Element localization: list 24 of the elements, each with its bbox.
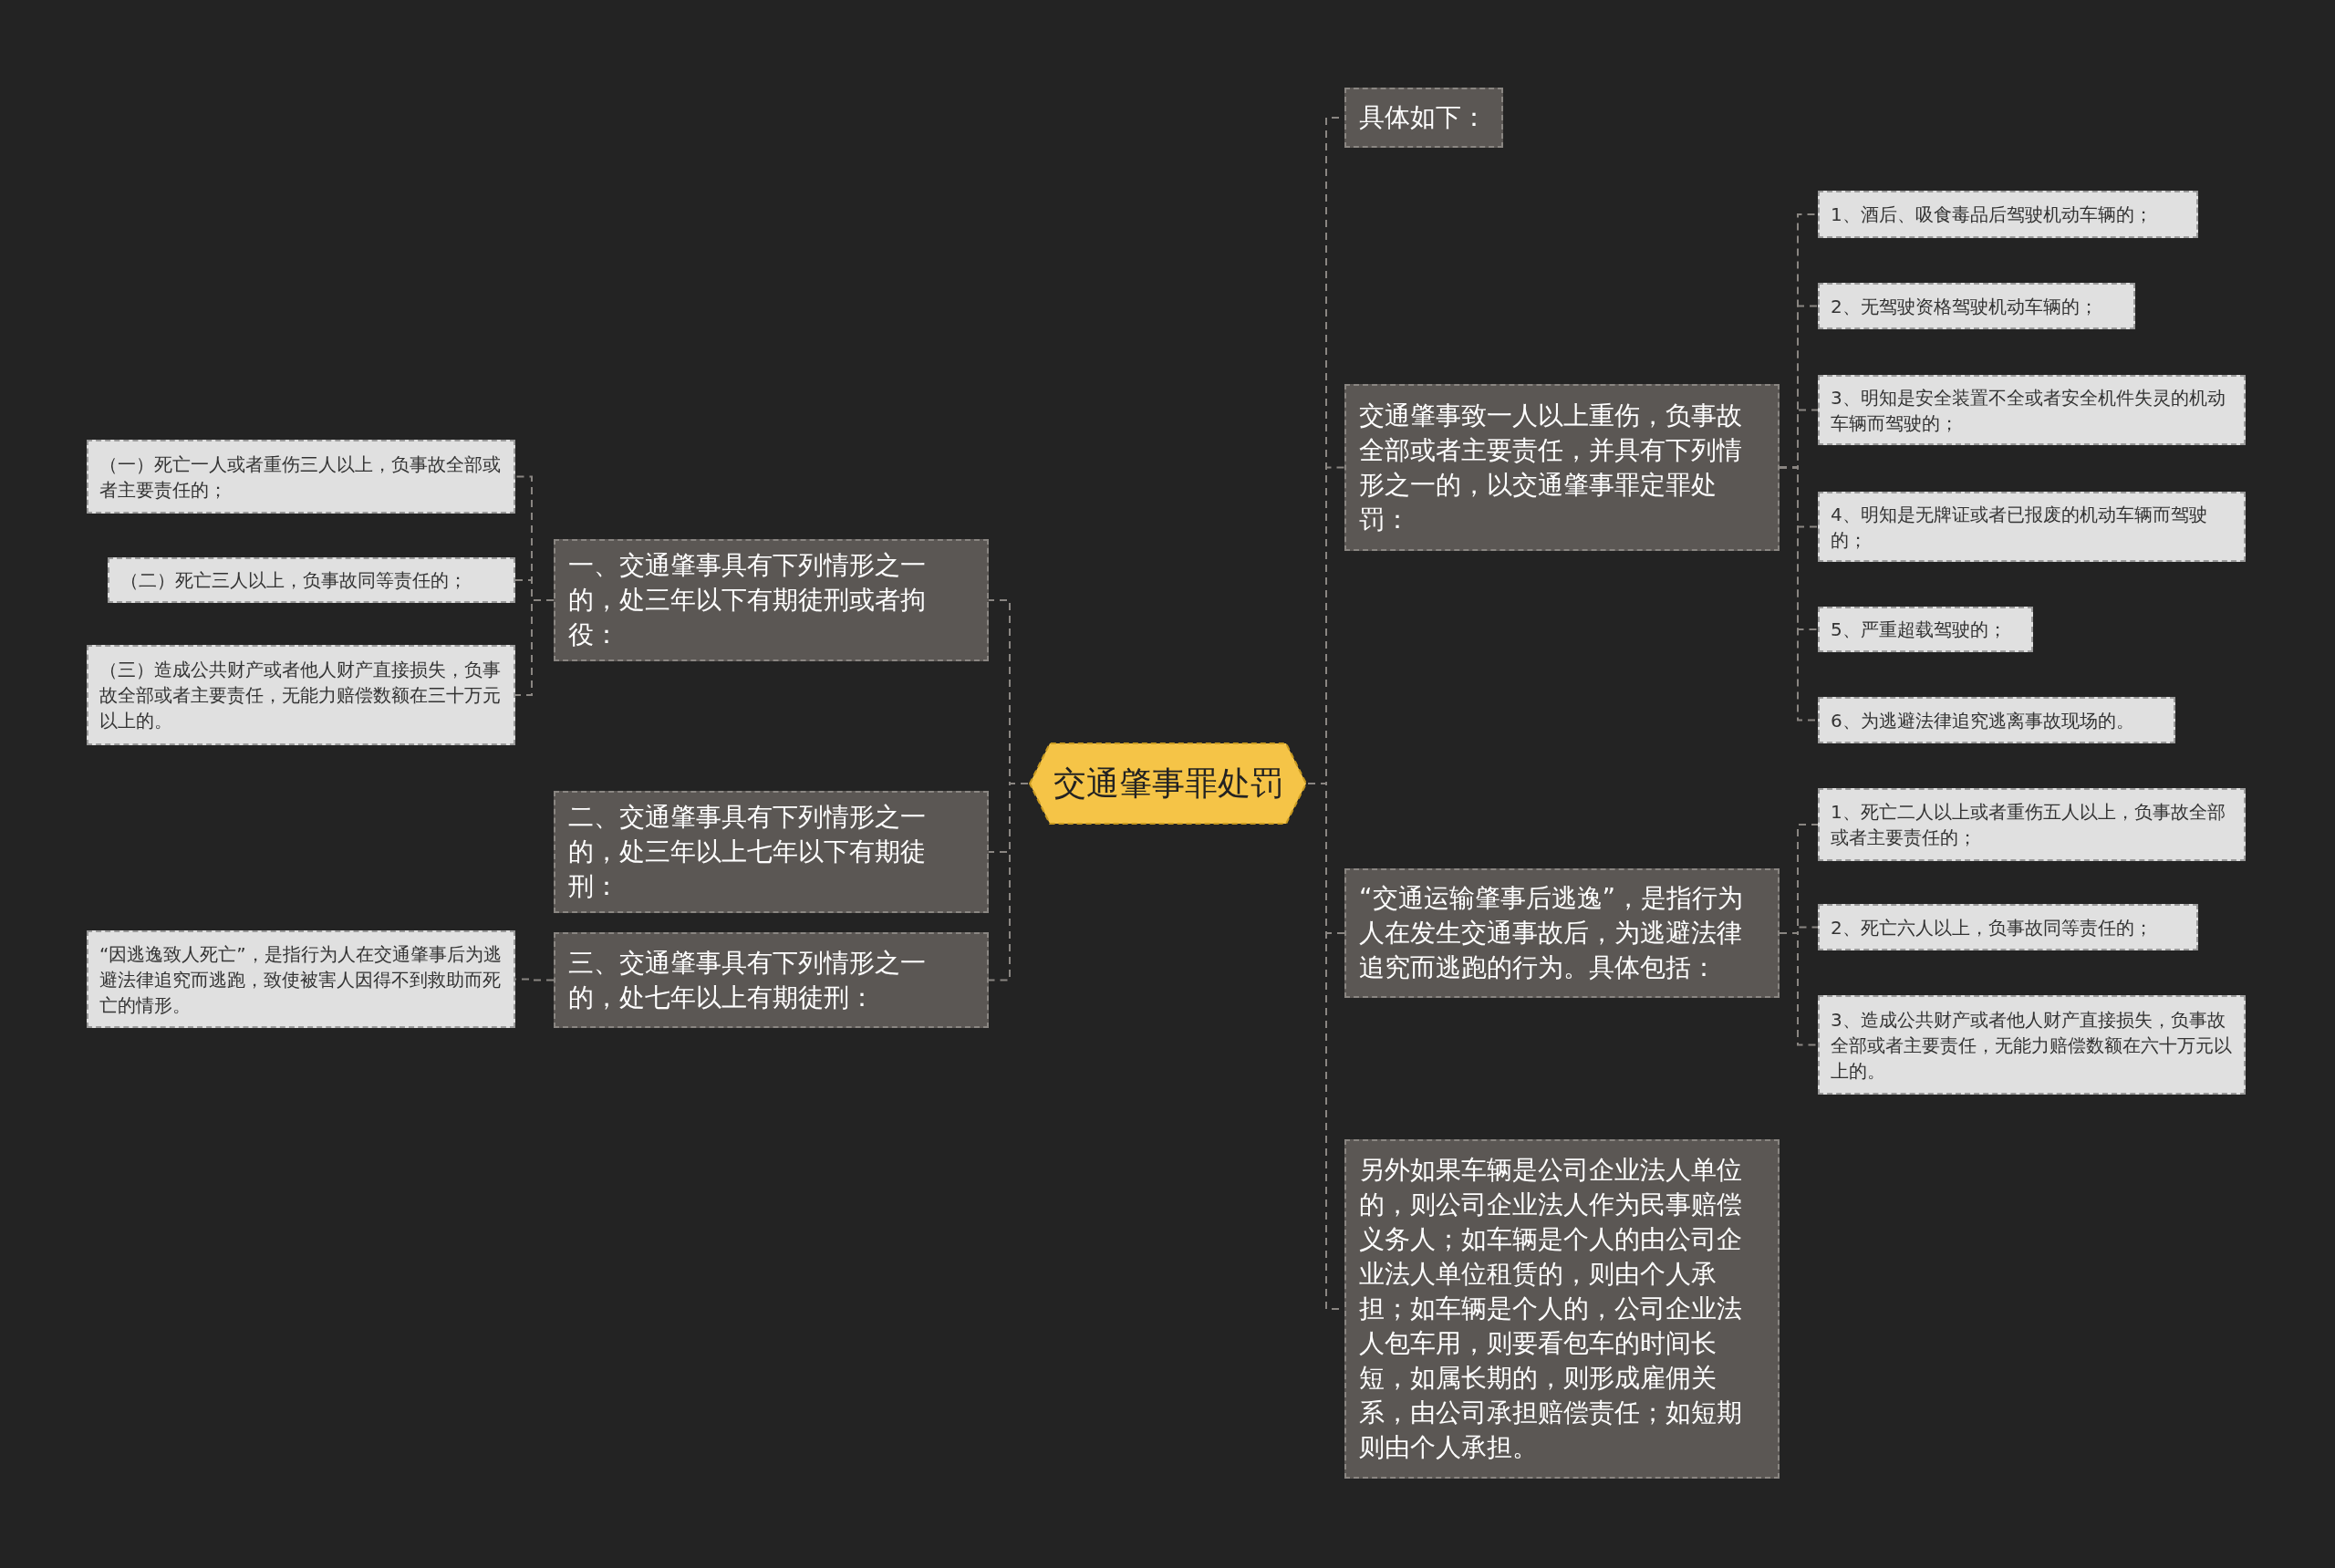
detail-box: 1、酒后、吸食毒品后驾驶机动车辆的；	[1818, 191, 2198, 238]
topic-box: 二、交通肇事具有下列情形之一的，处三年以上七年以下有期徒刑：	[554, 791, 989, 913]
detail-box: 2、死亡六人以上，负事故同等责任的；	[1818, 904, 2198, 950]
detail-box: 5、严重超载驾驶的；	[1818, 607, 2033, 652]
detail-box: 3、造成公共财产或者他人财产直接损失，负事故全部或者主要责任，无能力赔偿数额在六十万元以上的。	[1818, 995, 2246, 1095]
connector	[988, 783, 1029, 981]
detail-box: 4、明知是无牌证或者已报废的机动车辆而驾驶的；	[1818, 492, 2246, 562]
topic-box: “交通运输肇事后逃逸”，是指行为人在发生交通事故后，为逃避法律追究而逃跑的行为。具体包括：	[1344, 868, 1780, 998]
central-topic: 交通肇事罪处罚	[1028, 742, 1308, 826]
topic-box: 一、交通肇事具有下列情形之一的，处三年以下有期徒刑或者拘役：	[554, 539, 989, 661]
detail-box: （一）死亡一人或者重伤三人以上，负事故全部或者主要责任的；	[87, 440, 515, 514]
connector	[1779, 932, 1819, 1046]
detail-box: 6、为逃避法律追究逃离事故现场的。	[1818, 697, 2175, 743]
topic-box: 另外如果车辆是公司企业法人单位的，则公司企业法人作为民事赔偿义务人；如车辆是个人的由公司企业法人单位租赁的，则由个人承担；如车辆是个人的，公司企业法人包车用，则要看包车的时间长短，如属长期的，则形成雇佣关系，由公司承担赔偿责任；如短期则由个人承担。	[1344, 1139, 1780, 1479]
detail-box: 3、明知是安全装置不全或者安全机件失灵的机动车辆而驾驶的；	[1818, 375, 2246, 445]
detail-box: 1、死亡二人以上或者重伤五人以上，负事故全部或者主要责任的；	[1818, 788, 2246, 861]
detail-box: （二）死亡三人以上，负事故同等责任的；	[108, 557, 515, 603]
detail-box: （三）造成公共财产或者他人财产直接损失，负事故全部或者主要责任，无能力赔偿数额在三十万元以上的。	[87, 645, 515, 745]
topic-box: 三、交通肇事具有下列情形之一的，处七年以上有期徒刑：	[554, 932, 989, 1028]
connector	[514, 599, 555, 696]
detail-box: “因逃逸致人死亡”，是指行为人在交通肇事后为逃避法律追究而逃跑，致使被害人因得不到救助而死亡的情形。	[87, 930, 515, 1028]
topic-box: 具体如下：	[1344, 88, 1503, 148]
topic-box: 交通肇事致一人以上重伤，负事故全部或者主要责任，并具有下列情形之一的，以交通肇事罪定罪处罚：	[1344, 384, 1780, 551]
detail-box: 2、无驾驶资格驾驶机动车辆的；	[1818, 283, 2135, 329]
